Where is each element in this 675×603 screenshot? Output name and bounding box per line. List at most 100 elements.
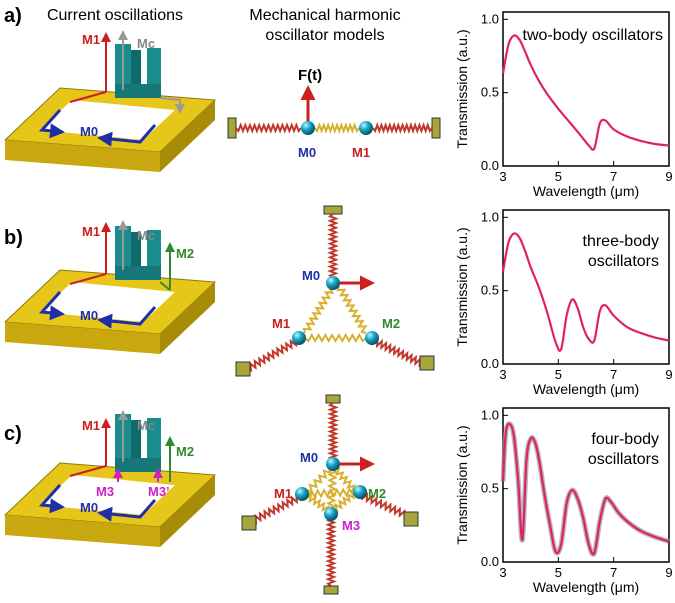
wall-top-c — [325, 394, 341, 404]
current-label-m0-b: M0 — [80, 308, 98, 323]
spring-m0-m2-c — [331, 465, 357, 493]
spring-m0-m1-b — [302, 285, 335, 334]
y-tick-label: 1.0 — [481, 209, 499, 224]
y-tick-label: 1.0 — [481, 11, 499, 26]
spring-m0-m3-c — [326, 465, 339, 513]
mass-label-m2-c: M2 — [368, 486, 386, 501]
x-tick-label: 7 — [610, 565, 617, 580]
current-label-mc-a: Mc — [137, 36, 155, 51]
chart-annotation: two-body oscillators — [523, 27, 664, 44]
mass-label-m2-b: M2 — [382, 316, 400, 331]
wall-right-c — [403, 511, 419, 527]
current-label-m1-a: M1 — [82, 32, 100, 47]
column-title-current: Current oscillations — [47, 7, 183, 24]
plot-frame — [502, 209, 670, 365]
wall-left-b — [235, 361, 251, 377]
spring-m2-wall-b — [371, 336, 424, 368]
panel-letter-c: c) — [4, 423, 22, 445]
structure-four-body — [3, 410, 217, 547]
y-axis-label: Transmission (a.u.) — [454, 227, 470, 346]
spring-m2-wall-c — [360, 492, 409, 520]
x-tick-label: 3 — [499, 367, 506, 382]
spring-top-m0-b — [327, 213, 339, 279]
y-tick-label: 0.5 — [481, 283, 499, 298]
spring-top-m0-c — [327, 402, 339, 461]
mass-m0-b — [326, 276, 340, 290]
x-axis-label: Wavelength (μm) — [533, 579, 639, 595]
x-tick-label: 5 — [555, 367, 562, 382]
wall-right-b — [419, 355, 435, 371]
spring-m1-m3-c — [304, 492, 332, 515]
mass-m1-a — [359, 121, 373, 135]
spring-m1-wall-c — [249, 493, 301, 525]
y-tick-label: 0.0 — [481, 554, 499, 569]
plot-frame — [502, 407, 670, 563]
panel-letter-b: b) — [4, 227, 23, 249]
spring-m1-m2-c — [304, 487, 357, 499]
wall-left-c — [241, 515, 257, 531]
mass-label-m3-c: M3 — [342, 518, 360, 533]
chart-annotation-line2: oscillators — [588, 253, 659, 270]
wall-left-a — [227, 117, 237, 139]
mass-label-m1-c: M1 — [274, 486, 292, 501]
mass-label-m1-b: M1 — [272, 316, 290, 331]
x-tick-label: 9 — [665, 367, 672, 382]
y-tick-label: 0.0 — [481, 158, 499, 173]
current-label-mc-b: Mc — [137, 228, 155, 243]
mass-m2-c — [353, 485, 367, 499]
x-axis-label: Wavelength (μm) — [533, 183, 639, 199]
force-label: F(t) — [298, 67, 322, 84]
x-axis-label: Wavelength (μm) — [533, 381, 639, 397]
structure-two-body — [3, 30, 217, 172]
x-tick-label: 7 — [610, 367, 617, 382]
mass-m1-b — [292, 331, 306, 345]
x-tick-label: 3 — [499, 565, 506, 580]
series-line — [501, 232, 670, 353]
chart-annotation-line1: four-body — [591, 431, 659, 448]
x-tick-label: 7 — [610, 169, 617, 184]
current-label-mc-c: Mc — [137, 418, 155, 433]
mass-m2-b — [365, 331, 379, 345]
x-tick-label: 5 — [555, 565, 562, 580]
chart-annotation-line1: three-body — [583, 233, 660, 250]
current-label-m2-b: M2 — [176, 246, 194, 261]
x-tick-label: 3 — [499, 169, 506, 184]
panel-letter-a: a) — [4, 5, 22, 27]
wall-right-a — [431, 117, 441, 139]
current-label-m3-c: M3 — [96, 484, 114, 499]
current-label-m3p-c: M3’ — [148, 484, 170, 499]
current-label-m2-c: M2 — [176, 444, 194, 459]
y-tick-label: 0.0 — [481, 356, 499, 371]
mechanical-models — [227, 85, 441, 595]
y-tick-label: 0.5 — [481, 481, 499, 496]
series-line — [501, 34, 670, 151]
chart-annotation-line2: oscillators — [588, 451, 659, 468]
y-axis-label: Transmission (a.u.) — [454, 425, 470, 544]
mass-label-m0-c: M0 — [300, 450, 318, 465]
series-line — [501, 422, 670, 556]
spring-m0-m2-b — [336, 285, 368, 334]
plot-frame — [502, 11, 670, 167]
current-label-m1-b: M1 — [82, 224, 100, 239]
spring-m0-m1-a — [314, 122, 360, 134]
y-tick-label: 1.0 — [481, 407, 499, 422]
structure-three-body — [3, 220, 217, 354]
mass-label-m0-b: M0 — [302, 268, 320, 283]
current-label-m0-a: M0 — [80, 124, 98, 139]
mass-m1-c — [295, 487, 309, 501]
column-title-mechanical-1: Mechanical harmonic — [249, 7, 400, 24]
x-tick-label: 5 — [555, 169, 562, 184]
mass-label-m0-a: M0 — [298, 145, 316, 160]
mass-m0-c — [326, 457, 340, 471]
mass-label-m1-a: M1 — [352, 145, 370, 160]
spring-wall-m0-a — [235, 122, 302, 134]
current-label-m0-c: M0 — [80, 500, 98, 515]
spring-m3-bottom-c — [325, 517, 337, 587]
x-tick-label: 9 — [665, 169, 672, 184]
y-axis-label: Transmission (a.u.) — [454, 29, 470, 148]
